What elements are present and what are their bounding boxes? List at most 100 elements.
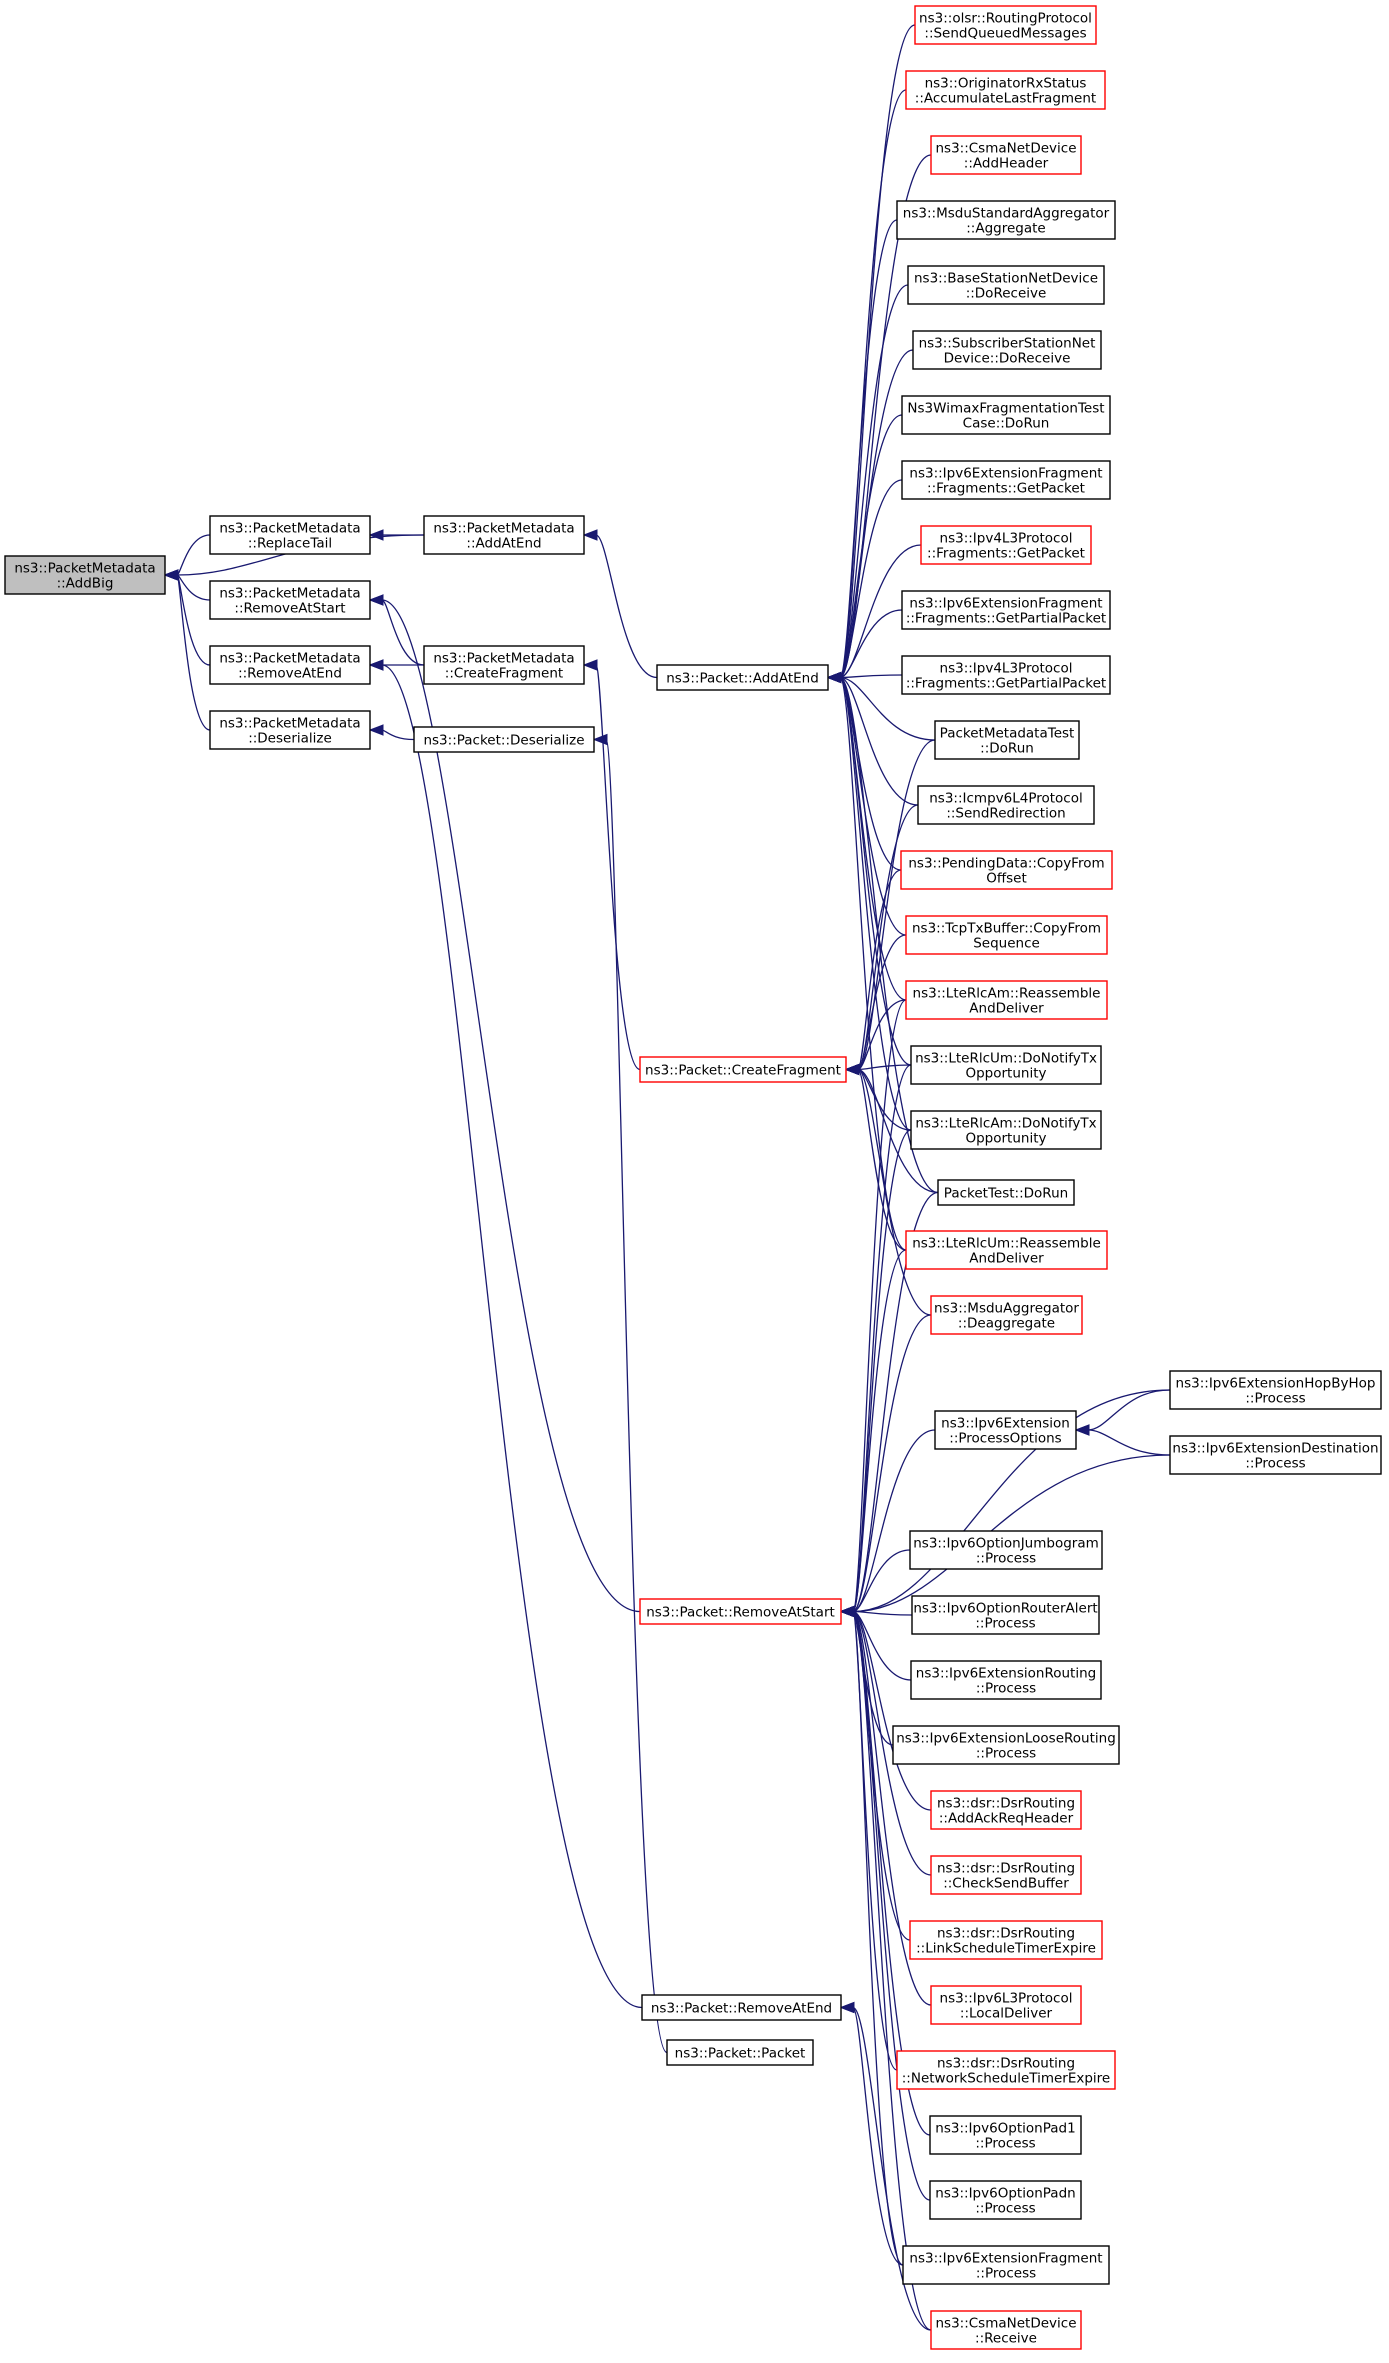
graph-node-r24[interactable]: ns3::Ipv6ExtensionDestination::Process: [1169, 1435, 1382, 1475]
node-box: [907, 265, 1105, 305]
graph-node-r32[interactable]: ns3::Ipv6L3Protocol::LocalDeliver: [930, 1985, 1082, 2025]
edge-line: [857, 1064, 912, 1071]
graph-node-r6[interactable]: ns3::SubscriberStationNetDevice::DoRecei…: [912, 330, 1102, 370]
graph-node-r30[interactable]: ns3::dsr::DsrRouting::CheckSendBuffer: [930, 1855, 1082, 1895]
graph-node-r23[interactable]: ns3::Ipv6ExtensionHopByHop::Process: [1169, 1370, 1382, 1410]
graph-node-r35[interactable]: ns3::Ipv6OptionPadn::Process: [929, 2180, 1082, 2220]
node-label-line: ns3::SubscriberStationNet: [919, 336, 1096, 352]
edge-r16-n8: [826, 671, 907, 1001]
node-label-line: ns3::Ipv6ExtensionLooseRouting: [896, 1731, 1116, 1747]
graph-node-n9[interactable]: ns3::Packet::CreateFragment: [639, 1056, 847, 1083]
graph-node-r37[interactable]: ns3::CsmaNetDevice::Receive: [930, 2310, 1082, 2350]
graph-node-r9[interactable]: ns3::Ipv4L3Protocol::Fragments::GetPacke…: [920, 525, 1092, 565]
graph-node-r21[interactable]: ns3::MsduAggregator::Deaggregate: [930, 1295, 1083, 1335]
node-label-line: ns3::Packet::AddAtEnd: [666, 671, 819, 687]
edge-line: [852, 1610, 932, 2006]
graph-node-r3[interactable]: ns3::CsmaNetDevice::AddHeader: [930, 135, 1082, 175]
graph-node-n12[interactable]: ns3::Packet::Packet: [666, 2039, 814, 2066]
edge-n7-n6: [368, 724, 415, 741]
graph-node-n10[interactable]: ns3::Packet::RemoveAtStart: [639, 1598, 842, 1625]
node-box: [929, 2115, 1082, 2155]
edge-r15-n8: [826, 671, 907, 936]
edge-r36-n10: [839, 1605, 904, 2266]
node-box: [209, 710, 371, 750]
graph-node-n6[interactable]: ns3::PacketMetadata::Deserialize: [209, 710, 371, 750]
node-box: [639, 1598, 842, 1625]
node-label-line: ::Fragments::GetPacket: [927, 546, 1085, 562]
graph-node-r36[interactable]: ns3::Ipv6ExtensionFragment::Process: [902, 2245, 1110, 2285]
node-box: [896, 200, 1116, 240]
graph-node-r26[interactable]: ns3::Ipv6OptionRouterAlert::Process: [911, 1595, 1100, 1635]
node-label-line: ::AddHeader: [964, 156, 1049, 172]
graph-node-r11[interactable]: ns3::Ipv4L3Protocol::Fragments::GetParti…: [901, 655, 1111, 695]
node-label-line: ::Fragments::GetPartialPacket: [906, 611, 1106, 627]
node-label-line: ::CheckSendBuffer: [943, 1876, 1069, 1892]
node-box: [909, 1530, 1103, 1570]
node-label-line: ::Receive: [975, 2331, 1037, 2347]
edge-r29-n10: [839, 1605, 932, 1811]
node-label-line: ::Process: [976, 1681, 1036, 1697]
graph-node-r13[interactable]: ns3::Icmpv6L4Protocol::SendRedirection: [917, 785, 1095, 825]
node-box: [639, 1056, 847, 1083]
edge-line: [839, 414, 903, 679]
graph-node-r1[interactable]: ns3::olsr::RoutingProtocol::SendQueuedMe…: [914, 5, 1097, 45]
edge-r24-r22: [1074, 1424, 1171, 1456]
graph-node-r22[interactable]: ns3::Ipv6Extension::ProcessOptions: [934, 1410, 1077, 1450]
edge-line: [176, 574, 211, 666]
node-label-line: ns3::dsr::DsrRouting: [937, 1861, 1075, 1877]
graph-node-n1[interactable]: ns3::PacketMetadata::ReplaceTail: [209, 515, 371, 555]
graph-node-n11[interactable]: ns3::Packet::RemoveAtEnd: [641, 1994, 842, 2021]
node-label-line: ns3::dsr::DsrRouting: [937, 1926, 1075, 1942]
graph-node-r34[interactable]: ns3::Ipv6OptionPad1::Process: [929, 2115, 1082, 2155]
graph-node-n2[interactable]: ns3::PacketMetadata::AddAtEnd: [423, 515, 585, 555]
node-label-line: ::ReplaceTail: [248, 536, 332, 552]
node-box: [423, 645, 585, 685]
graph-node-n5[interactable]: ns3::PacketMetadata::CreateFragment: [423, 645, 585, 685]
edge-line: [852, 1429, 936, 1613]
graph-node-n3[interactable]: ns3::PacketMetadata::RemoveAtStart: [209, 580, 371, 620]
node-box: [901, 655, 1111, 695]
edge-arrowhead: [582, 659, 598, 671]
node-label-line: ns3::LteRlcAm::DoNotifyTx: [915, 1116, 1096, 1132]
node-label-line: Sequence: [973, 936, 1040, 952]
node-label-line: ns3::Ipv6ExtensionRouting: [916, 1666, 1096, 1682]
graph-node-n0[interactable]: ns3::PacketMetadata::AddBig: [4, 555, 166, 595]
graph-node-r12[interactable]: PacketMetadataTest::DoRun: [934, 720, 1080, 760]
graph-node-n7[interactable]: ns3::Packet::Deserialize: [413, 726, 595, 753]
graph-node-r19[interactable]: PacketTest::DoRun: [937, 1179, 1075, 1206]
graph-node-n4[interactable]: ns3::PacketMetadata::RemoveAtEnd: [209, 645, 371, 685]
graph-node-r31[interactable]: ns3::dsr::DsrRouting::LinkScheduleTimerE…: [909, 1920, 1103, 1960]
graph-node-r33[interactable]: ns3::dsr::DsrRouting::NetworkScheduleTim…: [896, 2050, 1116, 2090]
node-label-line: Opportunity: [965, 1066, 1046, 1082]
node-box: [209, 580, 371, 620]
graph-node-r28[interactable]: ns3::Ipv6ExtensionLooseRouting::Process: [892, 1725, 1120, 1765]
graph-node-r25[interactable]: ns3::Ipv6OptionJumbogram::Process: [909, 1530, 1103, 1570]
graph-node-r29[interactable]: ns3::dsr::DsrRouting::AddAckReqHeader: [930, 1790, 1082, 1830]
node-label-line: ::AddAtEnd: [466, 536, 541, 552]
graph-node-r27[interactable]: ns3::Ipv6ExtensionRouting::Process: [910, 1660, 1102, 1700]
node-label-line: ::RemoveAtStart: [234, 601, 345, 617]
edge-line: [857, 739, 936, 1071]
graph-node-r5[interactable]: ns3::BaseStationNetDevice::DoReceive: [907, 265, 1105, 305]
node-label-line: ns3::Ipv6ExtensionFragment: [909, 596, 1102, 612]
edge-r20-n8: [826, 671, 907, 1251]
graph-node-r2[interactable]: ns3::OriginatorRxStatus::AccumulateLastF…: [905, 70, 1106, 110]
graph-node-n8[interactable]: ns3::Packet::AddAtEnd: [656, 664, 829, 691]
edge-line: [852, 1610, 931, 2201]
node-box: [934, 1410, 1077, 1450]
node-label-line: PacketMetadataTest: [940, 726, 1075, 742]
graph-node-r4[interactable]: ns3::MsduStandardAggregator::Aggregate: [896, 200, 1116, 240]
edge-r1-n8: [826, 24, 916, 684]
edges-layer: [163, 24, 1171, 2331]
edge-line: [852, 999, 907, 1613]
graph-node-r10[interactable]: ns3::Ipv6ExtensionFragment::Fragments::G…: [901, 590, 1111, 630]
graph-node-r8[interactable]: ns3::Ipv6ExtensionFragment::Fragments::G…: [901, 460, 1111, 500]
edge-r27-n10: [839, 1605, 912, 1681]
